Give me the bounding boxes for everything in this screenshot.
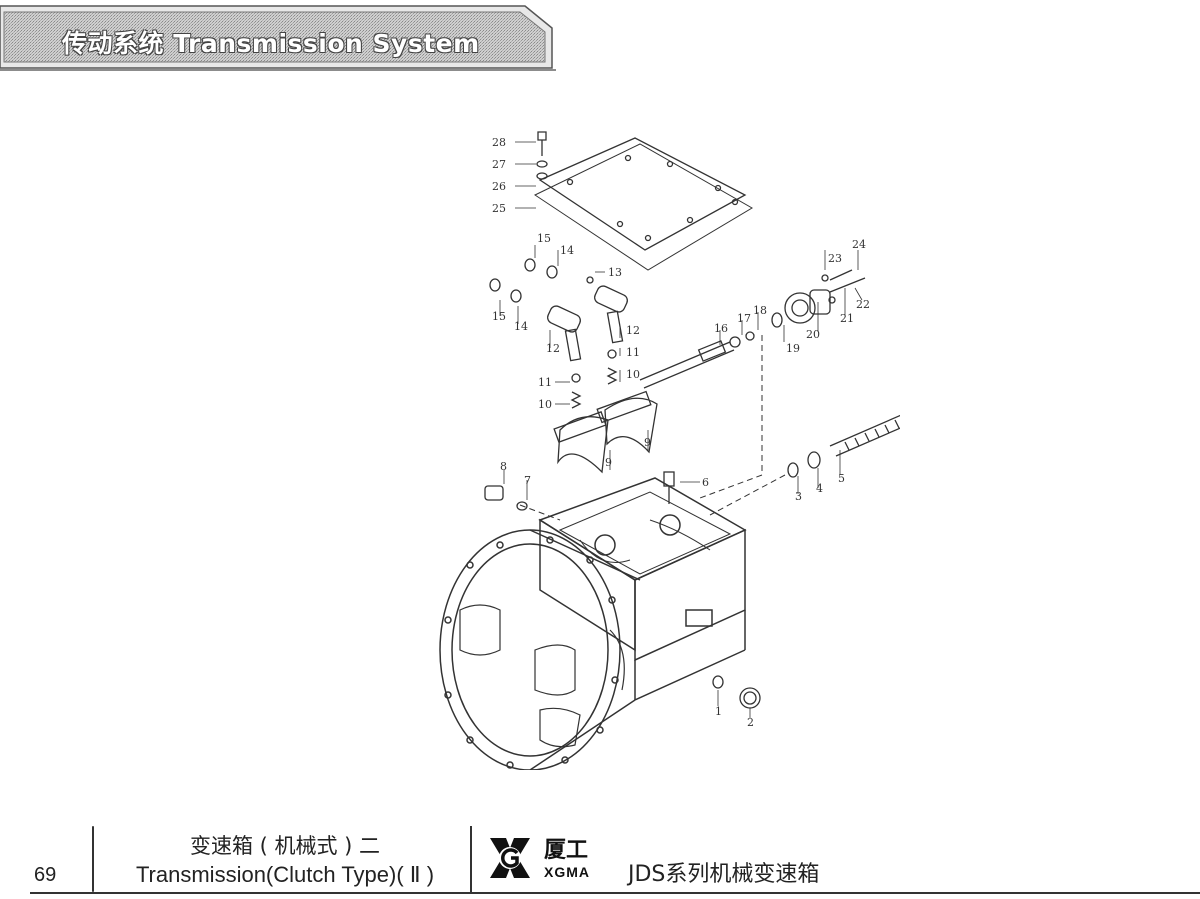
footer-divider — [92, 826, 94, 892]
header-banner — [0, 5, 556, 71]
callout-label: 20 — [806, 328, 820, 341]
gearbox-housing — [538, 477, 747, 701]
callout-label: 9 — [605, 456, 612, 469]
callout-label: 15 — [537, 232, 551, 245]
section-title: 传动系统 Transmission System — [62, 29, 480, 58]
callout-label: 14 — [514, 320, 528, 333]
threaded-shaft — [829, 414, 900, 457]
footer-rule — [30, 892, 1200, 894]
callout-label: 9 — [644, 436, 651, 449]
callout-label: 3 — [795, 490, 802, 503]
bell-housing — [439, 529, 641, 770]
callout-label: 28 — [492, 136, 506, 149]
callout-label: 26 — [492, 180, 506, 193]
callout-label: 12 — [546, 342, 560, 355]
brand-name-en: XGMA — [544, 864, 590, 880]
callout-label: 13 — [608, 266, 622, 279]
callout-label: 6 — [702, 476, 709, 489]
callout-label: 4 — [816, 482, 823, 495]
callout-label: 14 — [560, 244, 574, 257]
callout-label: 8 — [500, 460, 507, 473]
callout-label: 25 — [492, 202, 506, 215]
top-cover-plate — [533, 137, 753, 271]
callout-label: 11 — [626, 346, 640, 359]
callout-label: 10 — [538, 398, 552, 411]
callout-label: 10 — [626, 368, 640, 381]
callout-label: 2 — [747, 716, 754, 729]
xgma-logo-icon — [490, 838, 530, 878]
shift-rail — [639, 331, 755, 389]
shift-fork-left — [553, 411, 609, 474]
callout-label: 15 — [492, 310, 506, 323]
callout-label: 17 — [737, 312, 751, 325]
callout-label: 1 — [715, 705, 722, 718]
callout-label: 5 — [838, 472, 845, 485]
shift-head-left — [547, 305, 582, 362]
page-number: 69 — [34, 864, 57, 886]
callout-label: 7 — [524, 474, 531, 487]
callout-label: 18 — [753, 304, 767, 317]
transmission-exploded-diagram: 28 27 26 25 15 14 13 15 14 12 12 11 10 1… — [439, 131, 900, 770]
shift-head-right — [594, 285, 628, 344]
callout-label: 11 — [538, 376, 552, 389]
page-title-en: Transmission(Clutch Type)( Ⅱ ) — [135, 862, 435, 887]
callout-label: 22 — [856, 298, 870, 311]
footer-divider — [470, 826, 472, 892]
callout-label: 24 — [852, 238, 866, 251]
brand-name-cn: 厦工 — [544, 838, 589, 863]
callout-label: 21 — [840, 312, 854, 325]
product-series-name: JDS系列机械变速箱 — [628, 862, 820, 887]
callout-label: 16 — [714, 322, 728, 335]
callout-label: 27 — [492, 158, 506, 171]
rail-end-cap — [771, 269, 866, 328]
callout-label: 23 — [828, 252, 842, 265]
page-title-cn: 变速箱 ( 机械式 ) 二 — [189, 834, 381, 858]
callout-label: 12 — [626, 324, 640, 337]
callout-label: 19 — [786, 342, 800, 355]
shift-fork-right — [596, 390, 658, 454]
